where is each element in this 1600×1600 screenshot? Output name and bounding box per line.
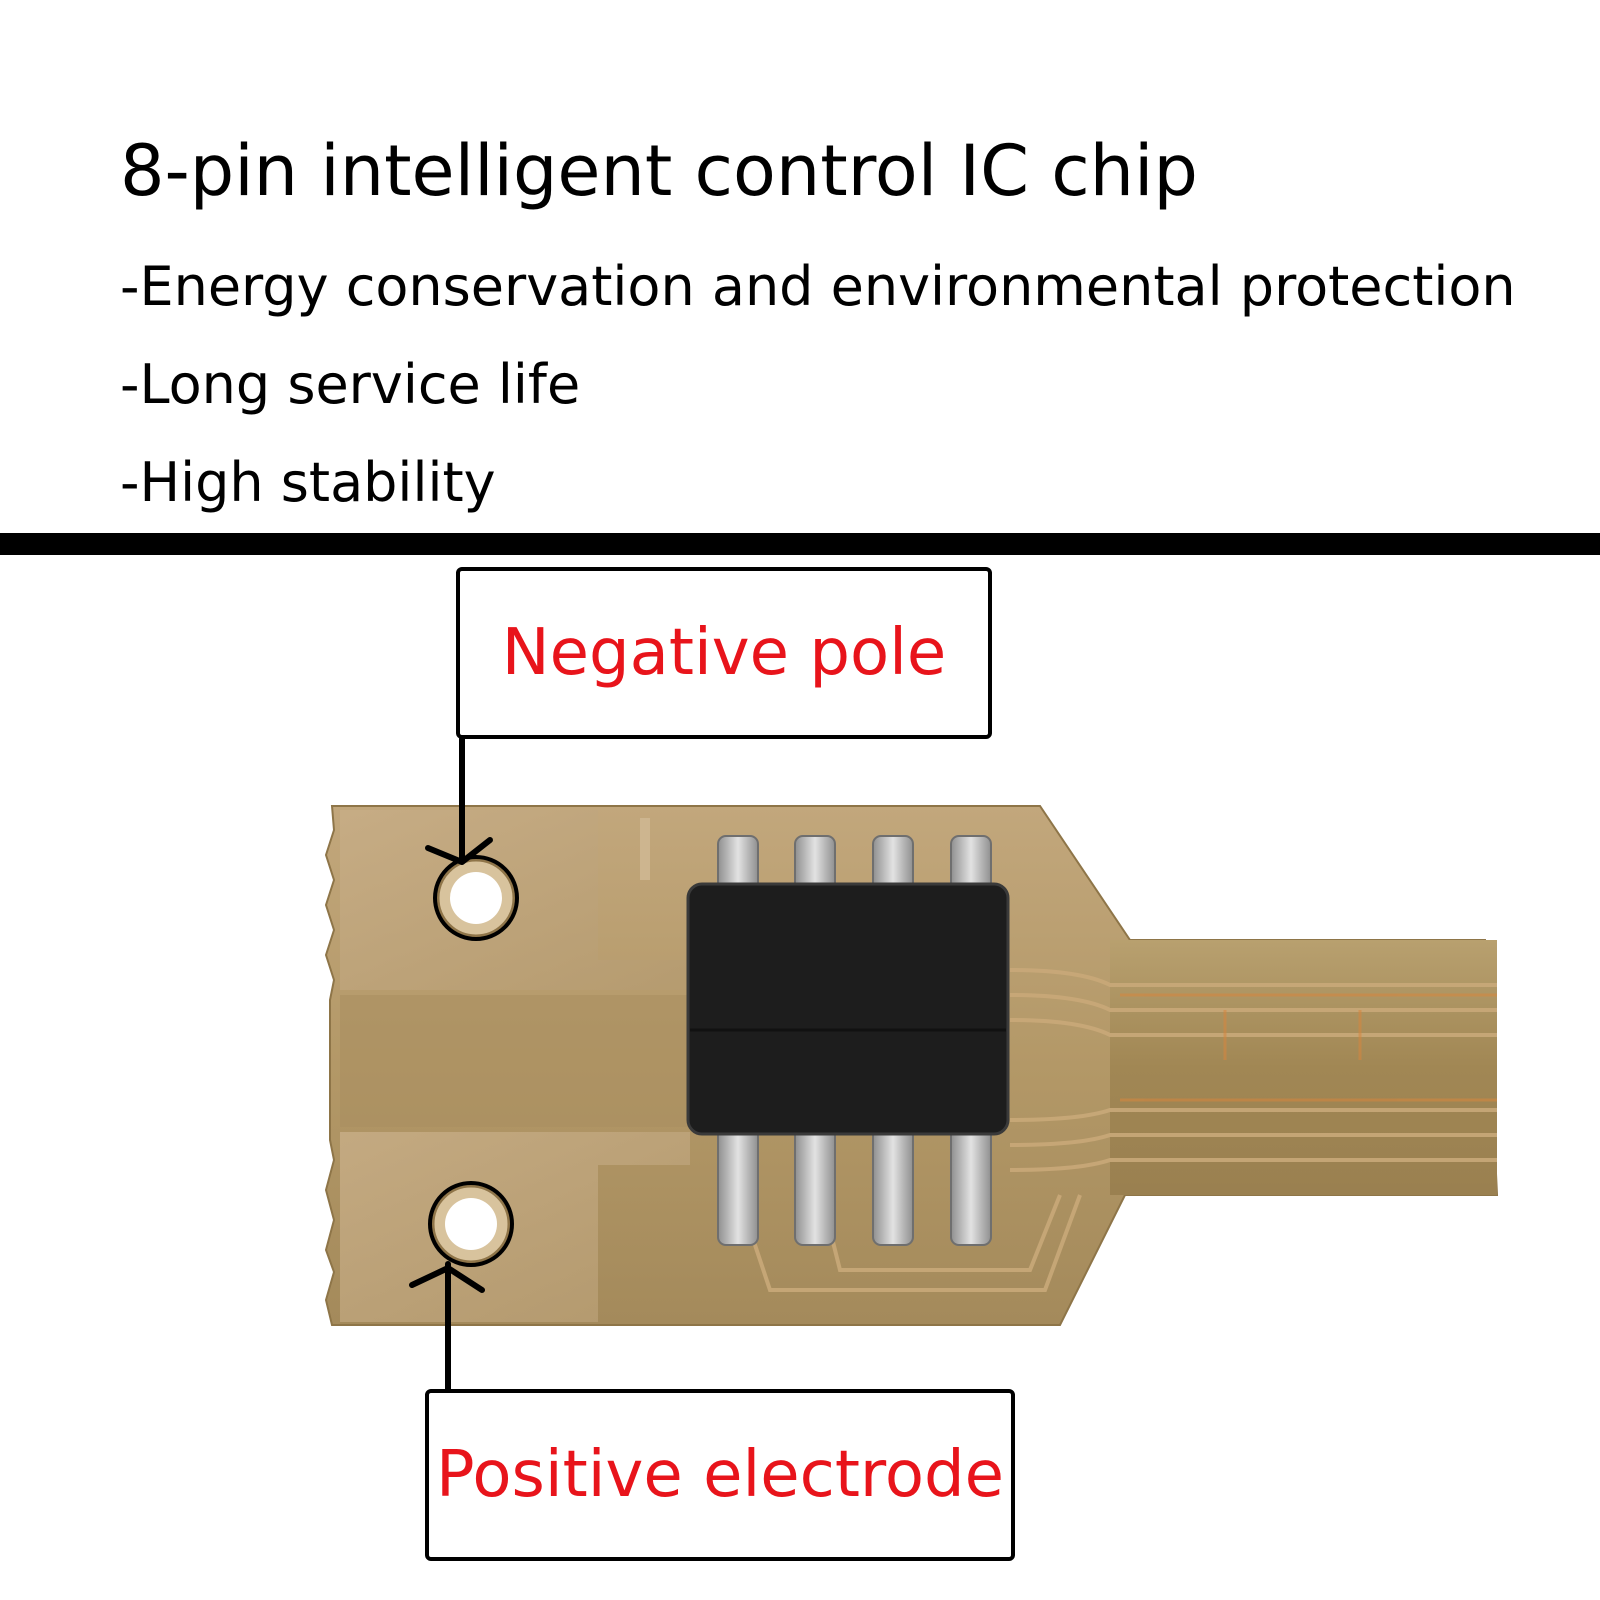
- feature-item: -High stability: [120, 451, 496, 514]
- positive-pointer: [409, 1261, 485, 1392]
- ic-pins-bottom: [717, 1124, 992, 1246]
- copper-traces: [1120, 993, 1497, 1102]
- pcb-traces: [748, 968, 1497, 1292]
- feature-item: -Long service life: [120, 353, 581, 416]
- positive-hole: [428, 1181, 514, 1267]
- ic-chip: [688, 884, 1008, 1134]
- positive-electrode-text: Positive electrode: [436, 1438, 1004, 1512]
- negative-hole: [433, 855, 519, 941]
- negative-pole-label: Negative pole: [456, 567, 992, 739]
- section-divider: [0, 533, 1600, 555]
- ic-pins-top: [717, 835, 992, 893]
- positive-electrode-label: Positive electrode: [425, 1389, 1015, 1561]
- negative-pole-text: Negative pole: [501, 616, 947, 690]
- feature-item: -Energy conservation and environmental p…: [120, 255, 1516, 318]
- page-title: 8-pin intelligent control IC chip: [120, 130, 1198, 212]
- flex-cable: [1110, 940, 1497, 1195]
- negative-pointer: [425, 736, 493, 865]
